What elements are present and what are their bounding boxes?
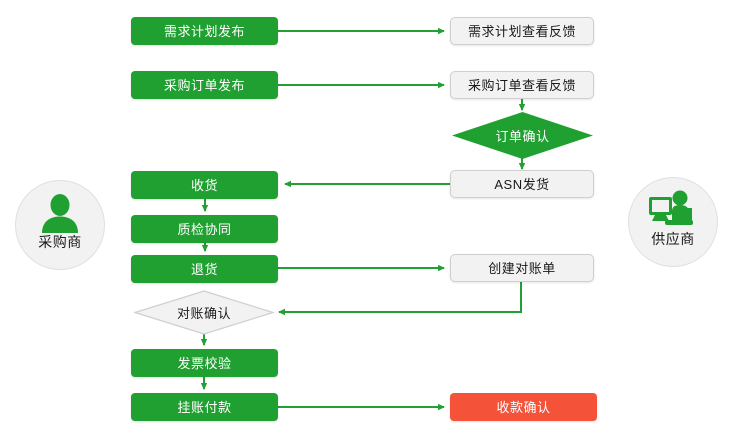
node-payment[interactable]: 挂账付款 <box>131 393 278 421</box>
node-qc-collab-label: 质检协同 <box>177 221 232 237</box>
node-demand-publish[interactable]: 需求计划发布 <box>131 17 278 45</box>
person-at-computer-icon <box>629 187 717 235</box>
node-order-confirm-label: 订单确认 <box>495 129 550 144</box>
node-asn-ship-label: ASN发货 <box>494 176 550 192</box>
node-order-confirm[interactable]: 订单确认 <box>452 112 593 159</box>
node-receipt-confirm-label: 收款确认 <box>496 399 551 415</box>
node-demand-publish-label: 需求计划发布 <box>163 23 245 39</box>
edge-create-statement-to-recon-confirm <box>278 282 522 316</box>
person-icon <box>16 190 104 238</box>
node-po-publish[interactable]: 采购订单发布 <box>131 71 278 99</box>
node-payment-label: 挂账付款 <box>177 399 232 415</box>
node-return-goods[interactable]: 退货 <box>131 255 278 283</box>
actor-buyer: 采购商 <box>15 180 105 270</box>
node-create-statement-label: 创建对账单 <box>488 260 556 276</box>
node-demand-feedback[interactable]: 需求计划查看反馈 <box>450 17 594 45</box>
node-receipt-confirm[interactable]: 收款确认 <box>450 393 597 421</box>
node-receive-goods-label: 收货 <box>190 177 218 193</box>
node-po-publish-label: 采购订单发布 <box>163 77 245 93</box>
node-qc-collab[interactable]: 质检协同 <box>131 215 278 243</box>
node-receive-goods[interactable]: 收货 <box>131 171 278 199</box>
node-recon-confirm-label: 对账确认 <box>176 306 231 321</box>
node-recon-confirm[interactable]: 对账确认 <box>134 290 274 335</box>
actor-buyer-label: 采购商 <box>38 234 82 250</box>
node-create-statement[interactable]: 创建对账单 <box>450 254 594 282</box>
node-invoice-check[interactable]: 发票校验 <box>131 349 278 377</box>
actor-supplier: 供应商 <box>628 177 718 267</box>
node-invoice-check-label: 发票校验 <box>177 355 232 371</box>
node-po-feedback[interactable]: 采购订单查看反馈 <box>450 71 594 99</box>
node-demand-feedback-label: 需求计划查看反馈 <box>467 23 576 39</box>
actor-supplier-label: 供应商 <box>651 231 695 247</box>
node-return-goods-label: 退货 <box>190 261 218 277</box>
node-asn-ship[interactable]: ASN发货 <box>450 170 594 198</box>
node-po-feedback-label: 采购订单查看反馈 <box>467 77 576 93</box>
